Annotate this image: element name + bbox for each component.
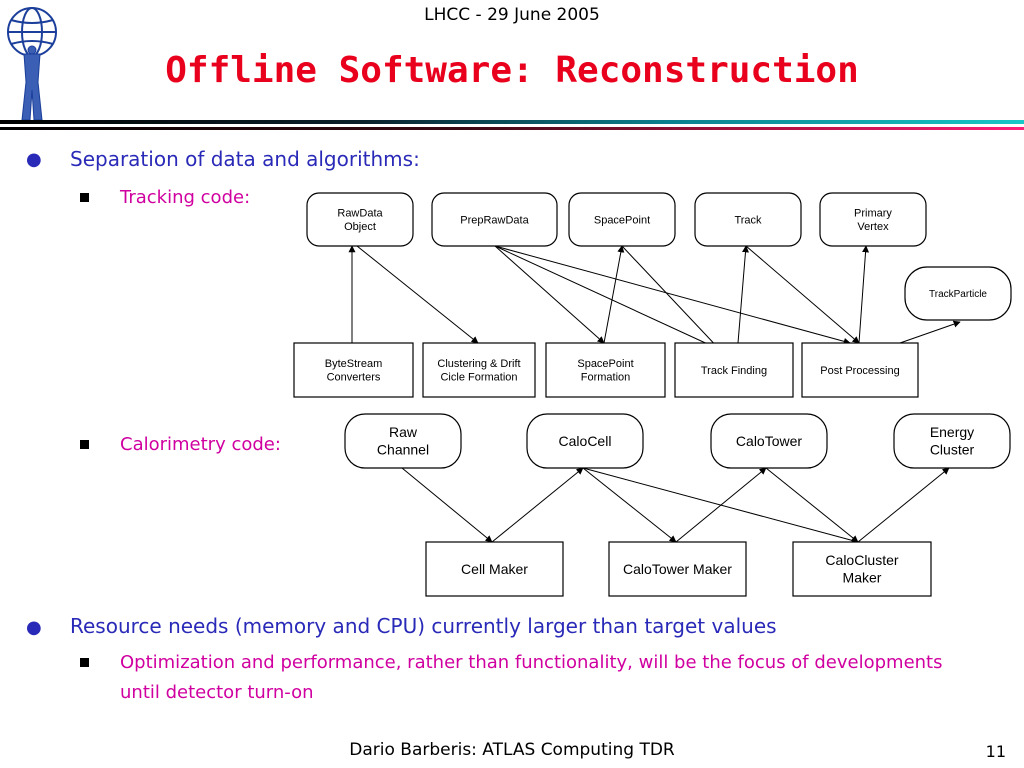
diagram-arrow bbox=[765, 467, 859, 543]
calo-alg-calocluster-maker-label: Maker bbox=[843, 570, 882, 586]
tracking-data-trackparticle-label: TrackParticle bbox=[929, 289, 987, 300]
diagram-arrow bbox=[745, 245, 860, 344]
sub-bullet-square bbox=[80, 658, 89, 667]
calo-data-energy-cluster-label: Cluster bbox=[930, 442, 975, 458]
calo-data-calocell: CaloCell bbox=[526, 413, 644, 469]
diagram-arrow bbox=[494, 245, 605, 344]
tracking-data-spacepoint: SpacePoint bbox=[568, 192, 676, 247]
slide-header: LHCC - 29 June 2005 bbox=[424, 5, 600, 25]
calo-data-calotower-label: CaloTower bbox=[736, 433, 802, 449]
diagram-arrow bbox=[899, 320, 961, 344]
calo-alg-cell-maker: Cell Maker bbox=[425, 541, 564, 597]
tracking-alg-track-finding-label: Track Finding bbox=[701, 365, 767, 377]
tracking-data-rawdata-object-label: Object bbox=[344, 221, 376, 233]
sub-bullet-calorimetry: Calorimetry code: bbox=[120, 434, 281, 455]
diagram-arrow bbox=[491, 467, 584, 543]
tracking-alg-bytestream-converters-label: ByteStream bbox=[325, 358, 382, 370]
tracking-alg-bytestream-converters-label: Converters bbox=[327, 372, 381, 384]
bullet-resource-needs: Resource needs (memory and CPU) currentl… bbox=[70, 614, 777, 638]
diagram-arrow bbox=[401, 467, 493, 543]
calo-data-calotower: CaloTower bbox=[710, 413, 828, 469]
header-divider-bottom bbox=[0, 127, 1024, 130]
calo-alg-calocluster-maker-label: CaloCluster bbox=[825, 552, 898, 568]
calo-alg-calotower-maker: CaloTower Maker bbox=[608, 541, 747, 597]
calo-data-raw-channel-label: Channel bbox=[377, 442, 429, 458]
slide-title: Offline Software: Reconstruction bbox=[165, 50, 859, 91]
tracking-alg-clustering-drift-cicle-formation-label: Clustering & Drift bbox=[437, 358, 520, 370]
bullet-dot: ● bbox=[26, 617, 42, 638]
tracking-data-preprawdata: PrepRawData bbox=[431, 192, 558, 247]
tracking-alg-post-processing-label: Post Processing bbox=[820, 365, 899, 377]
diagram-arrow bbox=[603, 245, 625, 344]
diagram-arrow bbox=[494, 245, 851, 345]
calo-alg-calotower-maker-label: CaloTower Maker bbox=[623, 561, 732, 577]
tracking-data-trackparticle: TrackParticle bbox=[904, 266, 1012, 321]
calo-data-raw-channel-label: Raw bbox=[389, 424, 418, 440]
tracking-alg-track-finding: Track Finding bbox=[674, 342, 794, 398]
tracking-alg-spacepoint-formation-label: SpacePoint bbox=[577, 358, 633, 370]
tracking-data-primary-vertex-label: Vertex bbox=[857, 221, 889, 233]
page-number: 11 bbox=[985, 742, 1006, 761]
diagram-arrow bbox=[858, 245, 870, 344]
tracking-alg-clustering-drift-cicle-formation-label: Cicle Formation bbox=[440, 372, 517, 384]
bullet-separation: Separation of data and algorithms: bbox=[70, 147, 420, 171]
atlas-logo bbox=[7, 7, 57, 121]
tracking-data-primary-vertex-label: Primary bbox=[854, 207, 892, 219]
sub-bullet-square bbox=[80, 440, 89, 449]
tracking-data-preprawdata-label: PrepRawData bbox=[460, 214, 529, 226]
diagram-arrow bbox=[621, 245, 723, 353]
bullet-dot: ● bbox=[26, 149, 42, 170]
tracking-data-spacepoint-label: SpacePoint bbox=[594, 214, 650, 226]
footer-author: Dario Barberis: ATLAS Computing TDR bbox=[349, 740, 675, 760]
sub-bullet-square bbox=[80, 193, 89, 202]
sub-bullet-optimization: Optimization and performance, rather tha… bbox=[120, 652, 943, 703]
calo-data-energy-cluster-label: Energy bbox=[930, 424, 974, 440]
diagram-arrow bbox=[857, 467, 950, 543]
tracking-data-track: Track bbox=[694, 192, 802, 247]
diagram-arrow bbox=[737, 245, 749, 344]
calo-data-calocell-label: CaloCell bbox=[559, 433, 612, 449]
diagram-arrow bbox=[675, 467, 767, 543]
diagram-arrow bbox=[582, 467, 677, 543]
tracking-alg-spacepoint-formation-label: Formation bbox=[581, 372, 631, 384]
tracking-alg-post-processing: Post Processing bbox=[801, 342, 919, 398]
sub-bullet-tracking: Tracking code: bbox=[120, 187, 251, 208]
diagram-arrow bbox=[356, 245, 479, 344]
header-divider-top bbox=[0, 120, 1024, 124]
diagram-arrow bbox=[494, 245, 726, 353]
tracking-data-rawdata-object-label: RawData bbox=[337, 207, 383, 219]
tracking-data-track-label: Track bbox=[734, 214, 762, 226]
calo-alg-cell-maker-label: Cell Maker bbox=[461, 561, 528, 577]
